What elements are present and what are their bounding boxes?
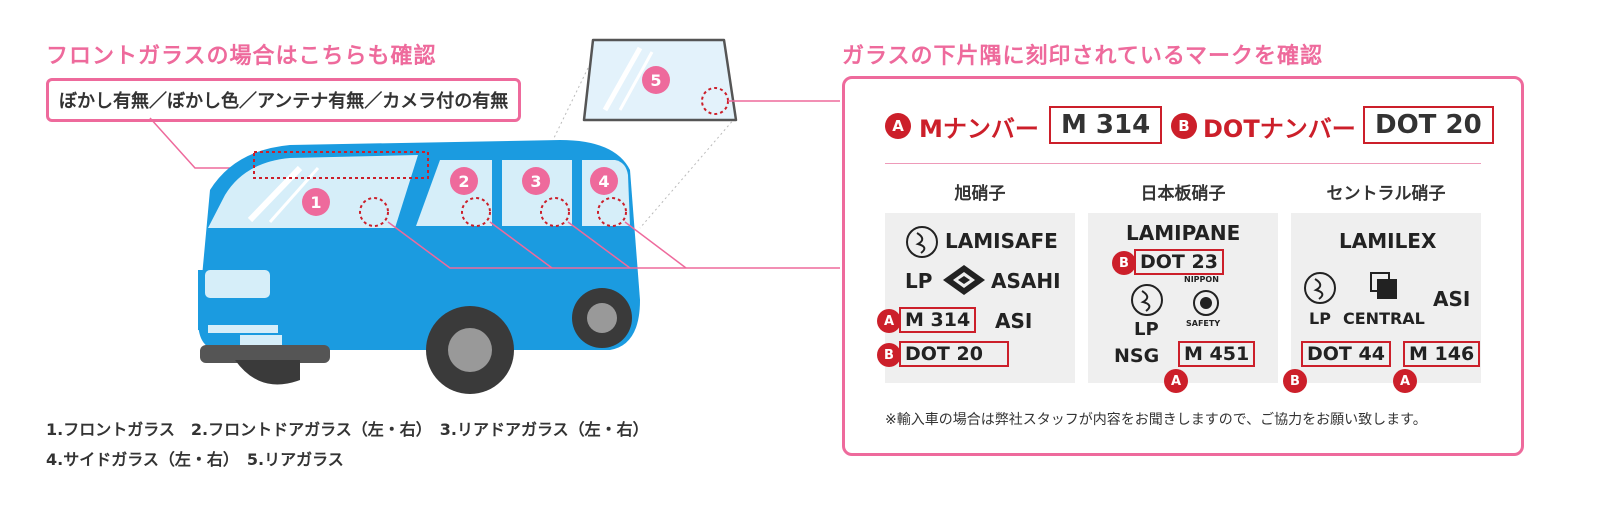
asahi-maker-mark: ASAHI	[991, 269, 1061, 293]
asahi-m-number: M 314	[899, 307, 977, 333]
central-brand: LAMILEX	[1339, 229, 1437, 253]
maker-central-card: LAMILEX LP CENTRAL ASI DOT 44 M 146 B A	[1283, 213, 1481, 393]
nsg-safety-arc-top: NIPPON	[1184, 275, 1219, 284]
glass-number-3: 3	[522, 167, 550, 195]
asahi-brand: LAMISAFE	[945, 229, 1058, 253]
central-code: ASI	[1433, 287, 1471, 311]
nsg-m-number: M 451	[1178, 341, 1256, 367]
front-glass-title: フロントガラスの場合はこちらも確認	[46, 44, 437, 69]
m-number-label: Mナンバー	[919, 115, 1039, 143]
central-marker-a: A	[1393, 369, 1417, 393]
nsg-lamination-icon	[1131, 284, 1163, 316]
nsg-lp: LP	[1134, 319, 1159, 340]
dot-number-label: DOTナンバー	[1203, 115, 1356, 143]
import-car-note: ※輸入車の場合は弊社スタッフが内容をお聞きしますので、ご協力をお願い致します。	[885, 412, 1427, 428]
asahi-marker-b: B	[877, 343, 901, 367]
asahi-lp: LP	[905, 269, 933, 293]
glass-number-2: 2	[450, 167, 478, 195]
maker-asahi-card: LAMISAFE LP ASAHI A M 314 ASI B DOT 20	[877, 213, 1075, 383]
divider	[885, 163, 1481, 164]
nsg-dot-number: DOT 23	[1134, 249, 1224, 275]
dot-number-example: DOT 20	[1363, 106, 1494, 144]
central-lamination-icon	[1304, 272, 1336, 304]
nsg-label: NSG	[1114, 345, 1160, 367]
engraving-mark-title: ガラスの下片隅に刻印されているマークを確認	[842, 44, 1324, 69]
engraving-mark-panel: A Mナンバー M 314 B DOTナンバー DOT 20 旭硝子 日本板硝子…	[842, 76, 1524, 456]
asahi-dot-number: DOT 20	[899, 341, 1009, 367]
glass-caption-line2: 4.サイドガラス（左・右） 5.リアガラス	[46, 450, 344, 469]
nsg-marker-a: A	[1164, 369, 1188, 393]
central-m-number: M 146	[1403, 341, 1481, 367]
central-logo-icon	[1370, 272, 1397, 299]
marker-a-badge: A	[885, 113, 911, 139]
lamination-icon	[906, 226, 938, 258]
glass-number-1: 1	[302, 188, 330, 216]
maker-central-name: セントラル硝子	[1326, 184, 1446, 204]
central-dot-number: DOT 44	[1301, 341, 1391, 367]
glass-number-5: 5	[642, 66, 670, 94]
nsg-brand: LAMIPANE	[1126, 221, 1241, 245]
nsg-safety-icon	[1193, 290, 1219, 316]
central-maker-mark: CENTRAL	[1343, 309, 1425, 328]
nsg-safety-arc-bottom: SAFETY	[1186, 319, 1221, 328]
maker-asahi-name: 旭硝子	[954, 184, 1006, 204]
van-illustration	[149, 38, 840, 394]
glass-caption-line1: 1.フロントガラス 2.フロントドアガラス（左・右） 3.リアドアガラス（左・右…	[46, 420, 649, 439]
maker-nsg-name: 日本板硝子	[1140, 184, 1226, 204]
asahi-logo-icon	[943, 265, 985, 295]
asahi-code: ASI	[995, 309, 1033, 333]
m-number-example: M 314	[1049, 106, 1163, 144]
central-marker-b: B	[1283, 369, 1307, 393]
asahi-marker-a: A	[877, 309, 901, 333]
nsg-marker-b: B	[1112, 251, 1136, 275]
maker-nsg-card: LAMIPANE B DOT 23 LP NIPPON SAFETY NSG M…	[1088, 213, 1278, 393]
glass-number-4: 4	[590, 167, 618, 195]
marker-b-badge: B	[1171, 113, 1197, 139]
front-glass-options-box: ぼかし有無／ぼかし色／アンテナ有無／カメラ付の有無	[46, 78, 522, 122]
central-lp: LP	[1309, 309, 1331, 328]
